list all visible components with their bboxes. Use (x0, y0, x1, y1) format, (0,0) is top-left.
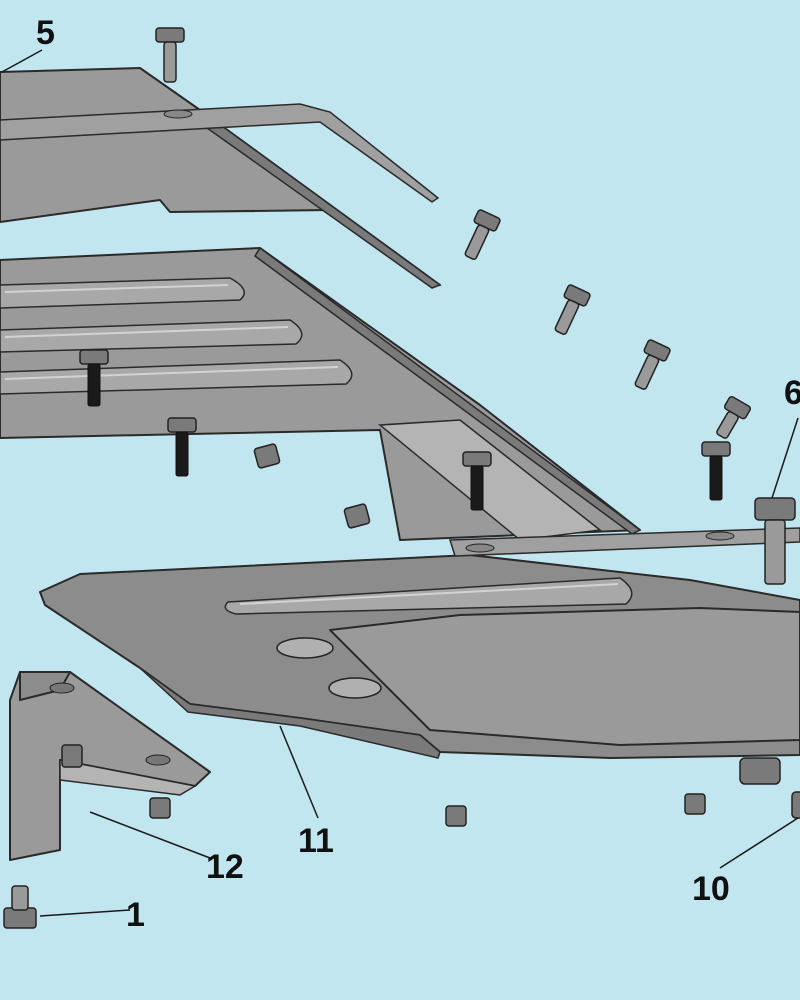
nuts (149, 443, 800, 827)
black-bolt-1 (79, 349, 109, 407)
leader-lines (1, 49, 799, 917)
mounting-bracket (9, 671, 211, 861)
ribs (0, 277, 353, 395)
bolt-b (554, 284, 591, 335)
bolts (3, 27, 796, 929)
bolt-c (634, 339, 671, 390)
bottom-skid-plate (39, 554, 800, 759)
black-bolts (79, 349, 731, 511)
callout-11: 11 (298, 822, 334, 860)
black-bolt-4 (701, 441, 731, 501)
top-skid-plate (0, 67, 442, 289)
bolt-6 (754, 497, 796, 585)
top-mounting-strap (0, 103, 440, 203)
bolt-1 (3, 885, 37, 929)
callout-1: 1 (126, 896, 145, 934)
bolt-d (716, 395, 752, 439)
bolt-top (155, 27, 185, 83)
bolt-a (464, 209, 501, 260)
callouts: 5 6 11 12 1 10 (36, 14, 800, 934)
black-bolt-3 (462, 451, 492, 511)
cross-strap (448, 527, 800, 557)
callout-12: 12 (206, 848, 244, 886)
callout-6: 6 (784, 374, 800, 412)
black-bolt-2 (167, 417, 197, 477)
callout-10: 10 (692, 870, 730, 908)
callout-5: 5 (36, 14, 55, 52)
